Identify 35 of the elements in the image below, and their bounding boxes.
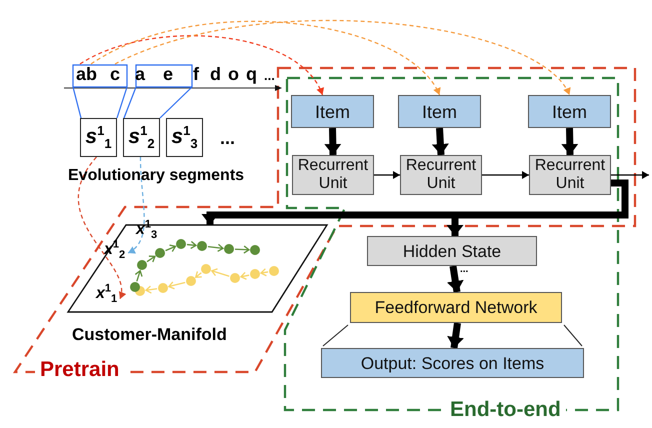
manifold-label: Customer-Manifold <box>72 325 227 345</box>
thick-arrow <box>324 128 342 156</box>
item-box: Item <box>291 95 374 128</box>
sequence-letter: c <box>110 64 120 84</box>
feedforward-box: Feedforward Network <box>350 292 562 323</box>
item-box: Item <box>528 95 611 128</box>
arrow <box>128 156 145 254</box>
arrow <box>90 20 440 96</box>
recurrent-unit-box: Recurrent Unit <box>529 155 611 195</box>
thick-arrow <box>432 128 449 156</box>
caption: Evolutionary segments <box>68 166 244 186</box>
thick-arrow <box>446 265 464 293</box>
recurrent-unit-box: Recurrent Unit <box>400 155 482 195</box>
arrow <box>80 35 324 96</box>
sequence-letter: f <box>193 64 199 84</box>
sequence-letter: o <box>228 64 239 84</box>
sequence-letter: d <box>210 64 221 84</box>
thick-arrow <box>447 322 464 348</box>
arrow <box>611 171 649 179</box>
sequence-letter: e <box>163 64 174 84</box>
ellipsis: ... <box>460 263 468 277</box>
arrow <box>114 20 570 96</box>
ellipsis: ... <box>220 128 236 148</box>
sequence-letter: b <box>86 64 97 84</box>
item-box: Item <box>398 95 481 128</box>
arrow <box>482 171 529 179</box>
hidden-state-box: Hidden State <box>367 236 537 266</box>
sequence-letter: q <box>246 64 257 84</box>
output-box: Output: Scores on Items <box>321 348 584 378</box>
arrow <box>374 171 400 179</box>
recurrent-unit-box: Recurrent Unit <box>292 155 374 195</box>
arrow <box>78 156 126 300</box>
ellipsis: ... <box>264 67 275 85</box>
thick-arrow <box>561 128 578 156</box>
sequence-letter: a <box>76 64 86 84</box>
